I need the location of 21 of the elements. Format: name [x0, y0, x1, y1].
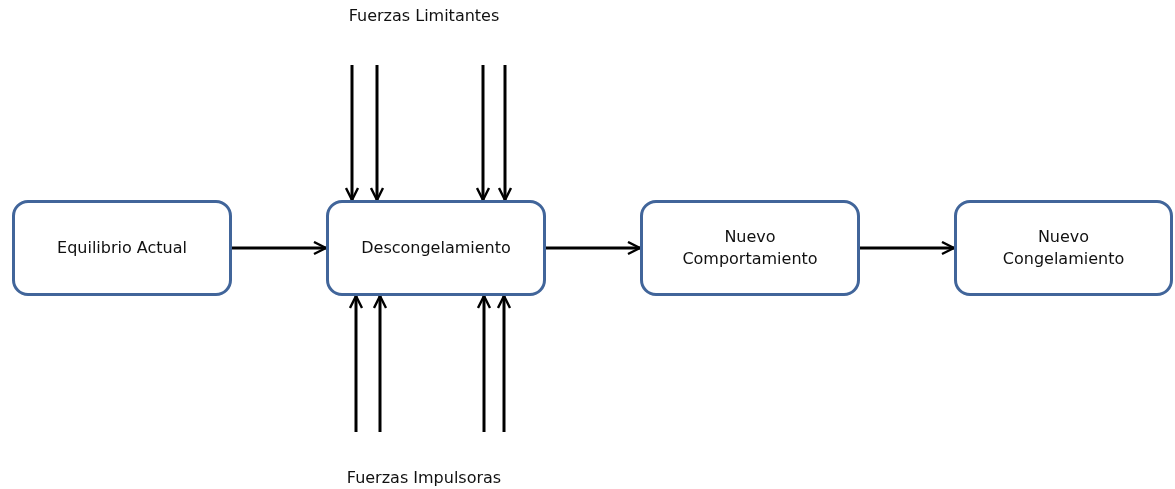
process-box — [640, 200, 860, 296]
box-label: Nuevo Comportamiento — [681, 225, 819, 270]
arrow — [496, 294, 512, 432]
process-box — [954, 200, 1173, 296]
arrow — [476, 294, 492, 432]
process-box — [326, 200, 546, 296]
arrow — [348, 294, 364, 432]
arrow — [497, 65, 513, 202]
force-label: Fuerzas Impulsoras — [346, 468, 502, 487]
arrow — [344, 65, 360, 202]
box-label: Nuevo Congelamiento — [1001, 225, 1126, 270]
arrow — [372, 294, 388, 432]
arrow — [475, 65, 491, 202]
box-label: Descongelamiento — [360, 236, 512, 259]
arrow — [369, 65, 385, 202]
arrow — [546, 240, 642, 256]
force-label: Fuerzas Limitantes — [348, 6, 500, 25]
box-label: Equilibrio Actual — [56, 236, 188, 259]
process-box — [12, 200, 232, 296]
arrow — [232, 240, 328, 256]
arrow — [860, 240, 956, 256]
